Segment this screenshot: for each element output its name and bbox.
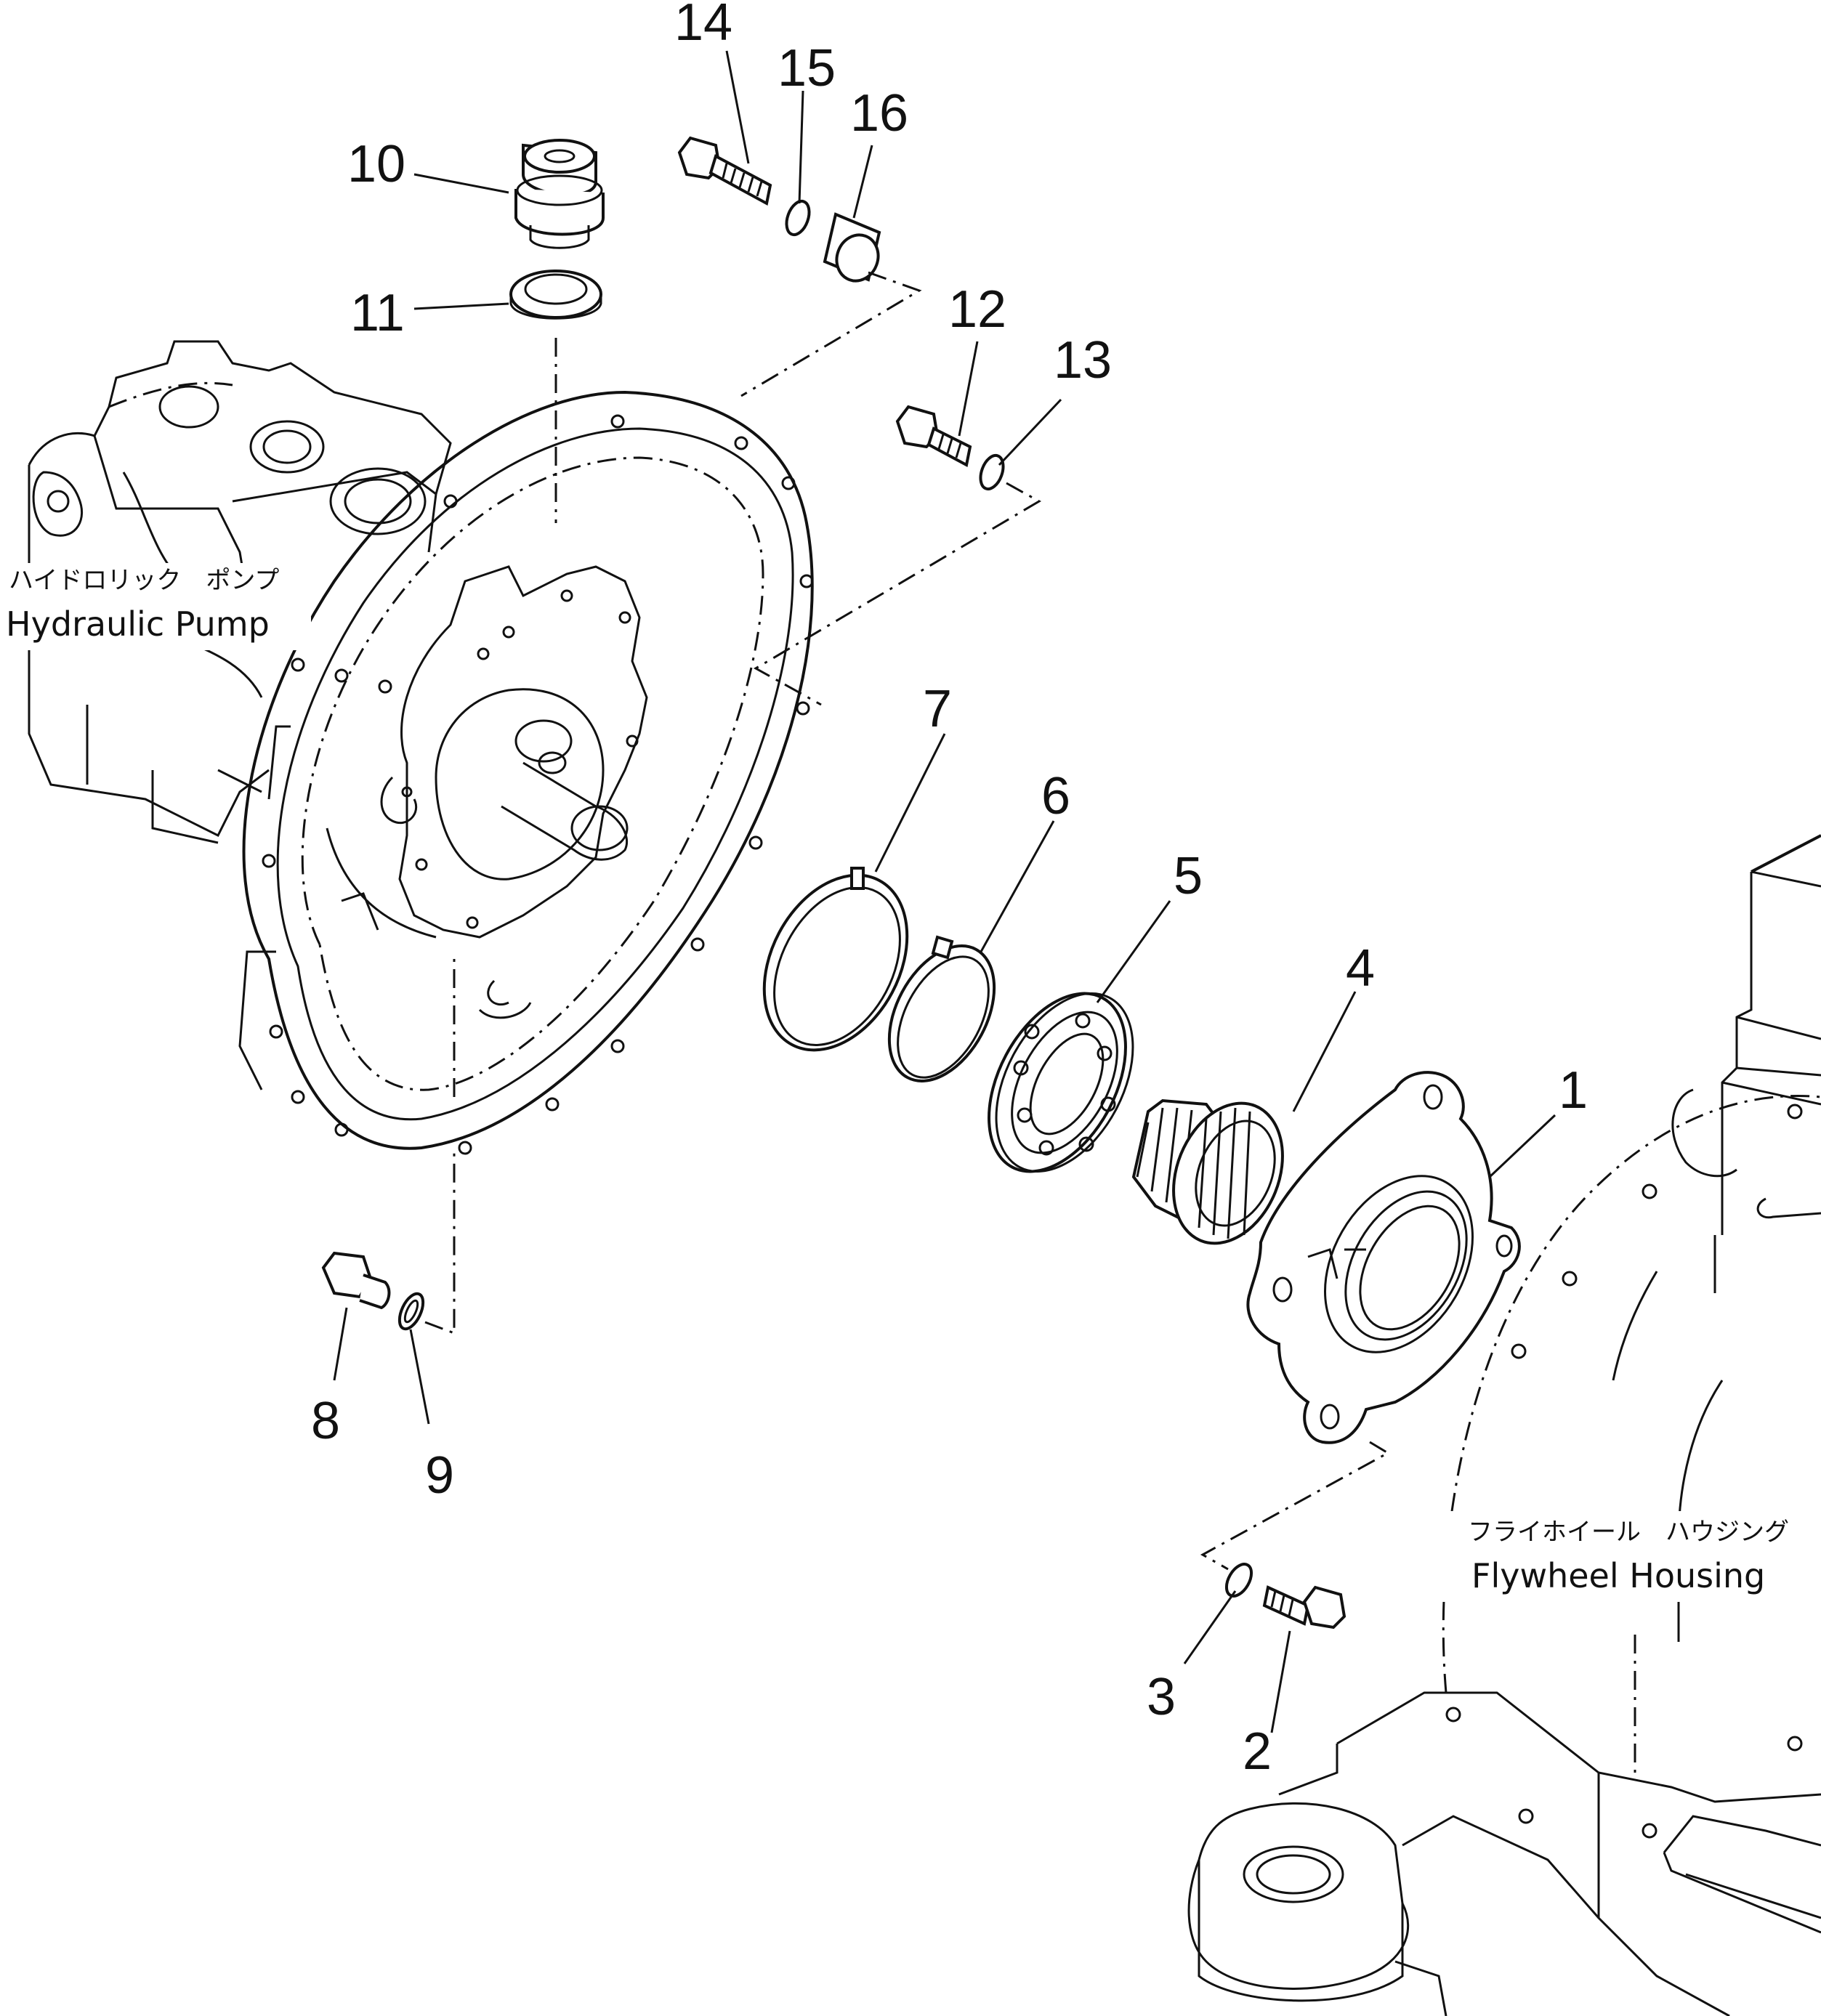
callout-15: 15 bbox=[778, 39, 836, 97]
part-2-bolt bbox=[1262, 1585, 1346, 1630]
part-14-bolt bbox=[677, 136, 772, 206]
part-6-snap-ring bbox=[887, 935, 996, 1082]
leader-1-to-housing bbox=[1200, 1441, 1391, 1571]
pump-front-housing bbox=[326, 565, 648, 939]
callout-3: 3 bbox=[1147, 1668, 1176, 1726]
callout-numbers: 1 2 3 4 5 6 7 8 9 10 11 12 13 14 15 16 bbox=[311, 0, 1588, 1781]
flywheel-housing bbox=[1187, 834, 1821, 2016]
component-labels: ハイドロリック ポンプ Hydraulic Pump フライホイール ハウジング… bbox=[6, 563, 1819, 1602]
part-5-bearing bbox=[988, 992, 1134, 1173]
part-3-washer bbox=[1224, 1563, 1253, 1598]
part-12-bolt bbox=[895, 405, 972, 468]
part-16-spacer bbox=[823, 212, 881, 283]
flywheel-housing-label: Flywheel Housing bbox=[1471, 1556, 1765, 1595]
callout-14: 14 bbox=[674, 0, 732, 52]
pump-mounting-flange bbox=[238, 390, 814, 1155]
callout-6: 6 bbox=[1041, 767, 1070, 825]
callout-5: 5 bbox=[1174, 847, 1203, 905]
callout-11: 11 bbox=[350, 284, 405, 342]
part-10-plug bbox=[514, 139, 605, 249]
part-15-washer bbox=[785, 199, 811, 237]
part-1-bearing-housing bbox=[1246, 1071, 1521, 1444]
part-8-plug bbox=[321, 1251, 391, 1310]
callout-7: 7 bbox=[923, 680, 952, 738]
part-7-snap-ring bbox=[762, 867, 909, 1052]
callout-10: 10 bbox=[347, 135, 405, 193]
flywheel-housing-label-jp: フライホイール ハウジング bbox=[1468, 1518, 1789, 1547]
callout-13: 13 bbox=[1054, 331, 1112, 389]
part-13-washer bbox=[979, 453, 1005, 491]
part-11-seal bbox=[509, 270, 602, 320]
part-9-o-ring bbox=[397, 1292, 425, 1331]
callout-4: 4 bbox=[1346, 939, 1375, 997]
part-4-coupling bbox=[1131, 1098, 1284, 1245]
callout-2: 2 bbox=[1243, 1722, 1272, 1781]
leader-12-13-to-flange bbox=[753, 482, 1042, 706]
hydraulic-pump-label: Hydraulic Pump bbox=[6, 604, 270, 644]
callout-8: 8 bbox=[311, 1392, 340, 1450]
leader-14-16-to-flange bbox=[740, 271, 922, 397]
leader-8-9-to-flange bbox=[424, 1148, 456, 1335]
callout-16: 16 bbox=[850, 84, 908, 142]
callout-9: 9 bbox=[425, 1446, 454, 1505]
callout-12: 12 bbox=[948, 280, 1006, 339]
hydraulic-pump-label-jp: ハイドロリック ポンプ bbox=[9, 566, 279, 595]
callout-leaders bbox=[333, 50, 1556, 1733]
callout-1: 1 bbox=[1559, 1061, 1588, 1120]
